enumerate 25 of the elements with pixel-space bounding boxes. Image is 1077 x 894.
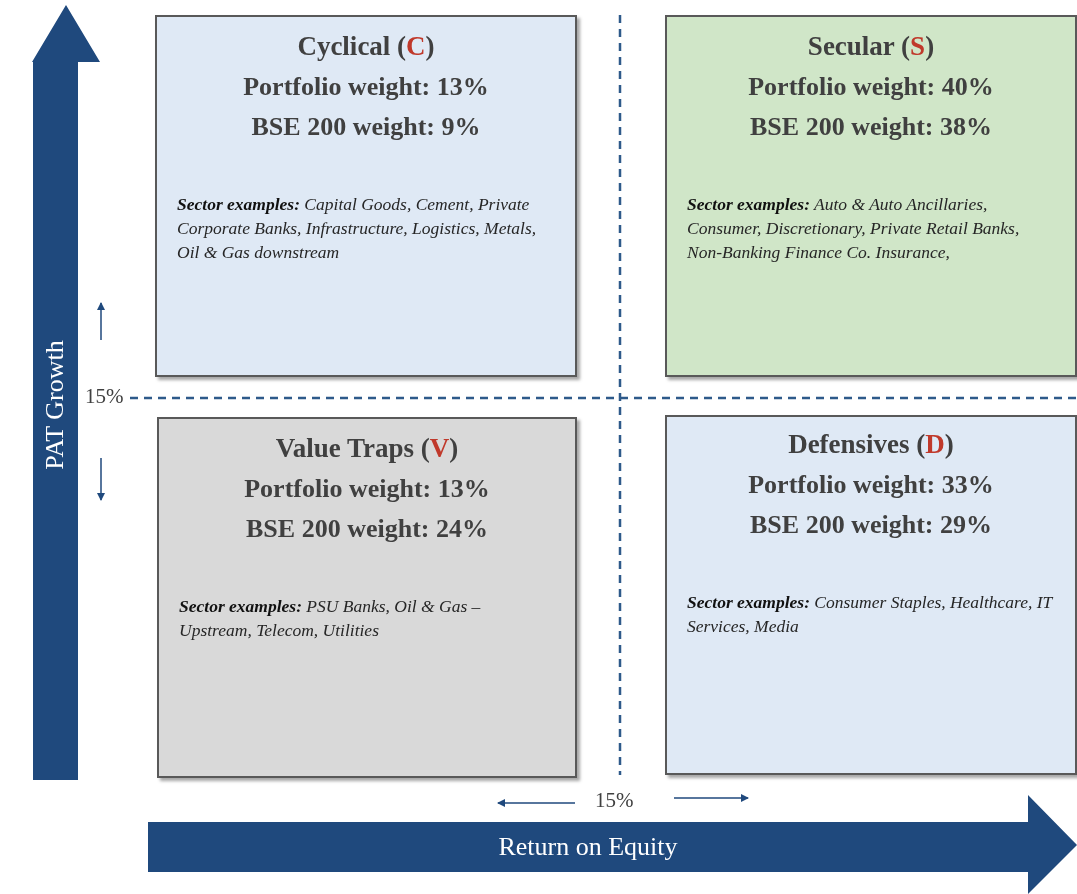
quadrant-box — [155, 15, 577, 377]
weight-text: Portfolio weight: 13% — [243, 72, 489, 102]
axis-arrow — [148, 795, 1077, 894]
sector-text: Sector examples: Consumer Staples, Healthcare, IT Services, Media — [687, 591, 1055, 638]
sector-text: Sector examples: PSU Banks, Oil & Gas – Upstream, Telecom, Utilities — [179, 595, 482, 642]
quadrant-box — [157, 417, 577, 778]
quadrant-title: Cyclical (C) — [297, 31, 435, 62]
quadrant-box — [665, 15, 1077, 377]
weight-text: Portfolio weight: 13% — [244, 474, 490, 504]
quadrant-box — [665, 415, 1077, 775]
sector-text: Sector examples: Capital Goods, Cement, Private Corporate Banks, Infrastructure, Logistics, Metals, Oil & Gas downstream — [177, 193, 538, 264]
threshold-label: 15% — [85, 384, 124, 409]
axis-title: PAT Growth — [40, 340, 70, 470]
weight-text: Portfolio weight: 33% — [748, 470, 994, 500]
weight-text: BSE 200 weight: 9% — [251, 112, 481, 142]
weight-text: Portfolio weight: 40% — [748, 72, 994, 102]
quadrant-title: Value Traps (V) — [275, 433, 459, 464]
weight-text: BSE 200 weight: 24% — [246, 514, 488, 544]
threshold-label: 15% — [595, 788, 634, 813]
sector-text: Sector examples: Auto & Auto Ancillaries, Consumer, Discretionary, Private Retail Banks, Non-Banking Finance Co. Insurance, — [687, 193, 1021, 264]
weight-text: BSE 200 weight: 29% — [750, 510, 992, 540]
axis-title: Return on Equity — [498, 832, 678, 862]
quadrant-title: Secular (S) — [807, 31, 935, 62]
quadrant-title: Defensives (D) — [788, 429, 954, 460]
weight-text: BSE 200 weight: 38% — [750, 112, 992, 142]
